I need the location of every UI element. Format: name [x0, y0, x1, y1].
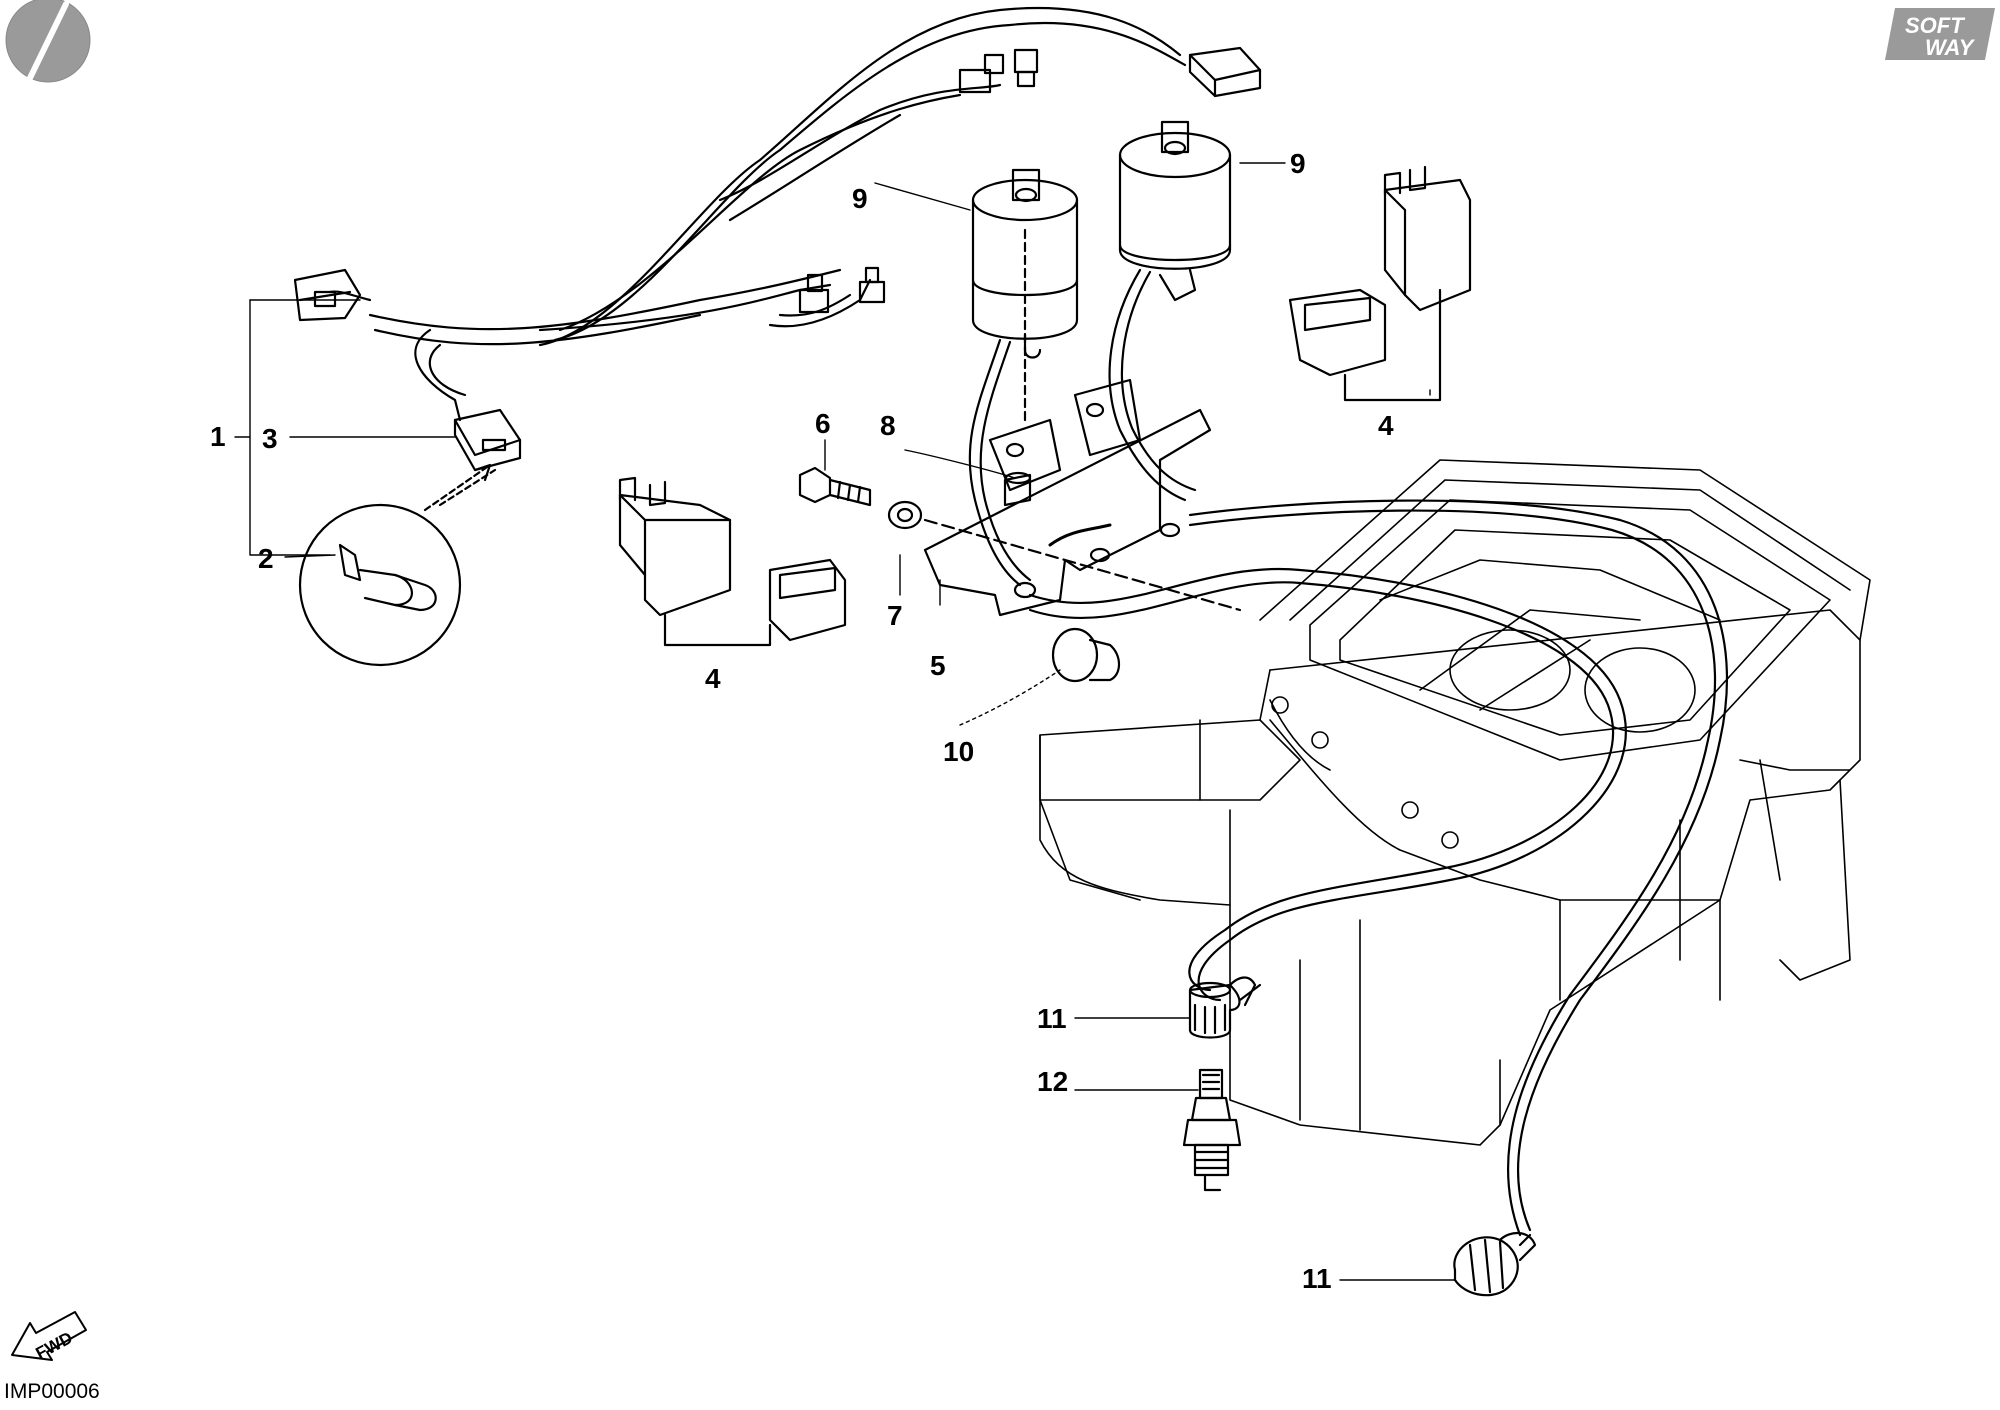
- ignition-coil-right: [1108, 120, 1232, 502]
- spark-plug-cap-upper: [1188, 976, 1257, 1039]
- softway-logo: SOFT WAY: [1885, 8, 1995, 60]
- callout-10: 10: [943, 736, 975, 767]
- callout-9-right: 9: [1290, 148, 1306, 179]
- forward-direction-arrow: FWD: [11, 1311, 87, 1363]
- spark-plug-cap-lower: [1453, 1232, 1537, 1297]
- harness-left-plug: [293, 268, 362, 322]
- ht-leads: [1028, 499, 1729, 1247]
- terminal-detail: [298, 463, 497, 667]
- washer: [887, 500, 1242, 612]
- rubber-cap: [1051, 627, 1121, 683]
- callout-4-right: 4: [1378, 410, 1394, 441]
- callout-2: 2: [258, 543, 274, 574]
- callout-6: 6: [815, 408, 831, 439]
- rubber-grommet: [1003, 471, 1032, 507]
- callout-5: 5: [930, 650, 946, 681]
- bolt: [798, 466, 872, 507]
- connector-cover-right: [1288, 165, 1472, 402]
- coil-bracket: [923, 378, 1212, 617]
- logo-line2: WAY: [1925, 35, 1976, 60]
- callout-12: 12: [1037, 1066, 1069, 1097]
- logo-line1: SOFT: [1905, 13, 1965, 38]
- callout-4-middle: 4: [705, 663, 721, 694]
- figure-code: IMP00006: [4, 1380, 100, 1403]
- callout-9-left: 9: [852, 183, 868, 214]
- multi-pin-connector: [453, 408, 522, 472]
- callout-7: 7: [887, 600, 903, 631]
- manufacturer-emblem: [5, 0, 91, 83]
- connector-cover-middle: [618, 476, 847, 647]
- airbox-housing: [1039, 459, 1871, 1146]
- callout-3: 3: [262, 423, 278, 454]
- wiring-harness: [328, 6, 1187, 422]
- callout-11-upper: 11: [1037, 1003, 1067, 1034]
- spark-plug: [1182, 1068, 1242, 1192]
- harness-plug-connectors: [798, 48, 1039, 314]
- harness-connector-top: [1188, 46, 1262, 98]
- fwd-label: FWD: [33, 1328, 76, 1363]
- callout-11-lower: 11: [1302, 1263, 1332, 1294]
- leader-lines: [234, 162, 1456, 1281]
- callout-1: 1: [210, 421, 226, 452]
- ignition-coil-left: [968, 168, 1079, 587]
- callout-8: 8: [880, 410, 896, 441]
